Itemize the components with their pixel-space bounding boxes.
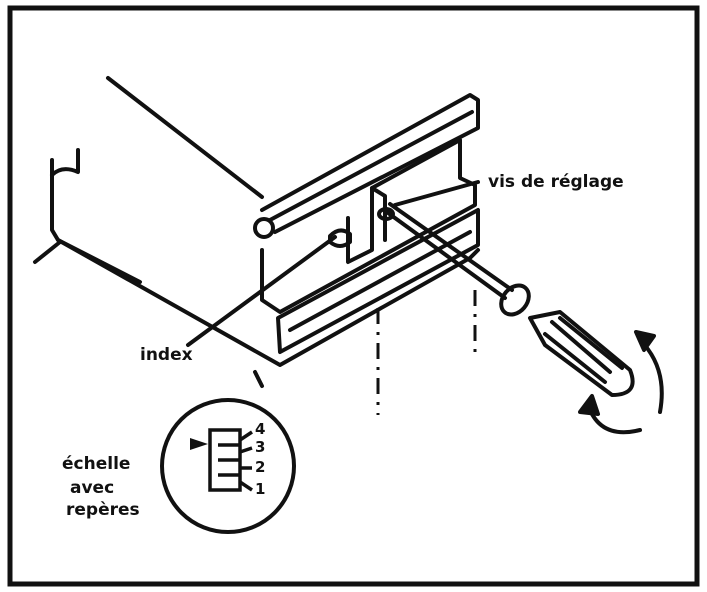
- screw-leader: [393, 180, 480, 207]
- screwdriver-shaft: [382, 208, 507, 300]
- body-bottom-edge: [56, 238, 480, 367]
- scale-label-line2: avec: [70, 478, 115, 498]
- left-flange: [50, 158, 142, 284]
- screwdriver-collar: [499, 283, 531, 317]
- mounting-bracket: [260, 138, 477, 314]
- scale-label-line1: échelle: [62, 454, 131, 474]
- index-label: index: [140, 345, 193, 365]
- scale-leader-1: [239, 480, 253, 492]
- rotation-arrowhead-lower: [578, 394, 600, 416]
- hinge-knob: [253, 217, 275, 239]
- rotation-arrowhead-upper: [634, 330, 656, 352]
- index-marker-arrow: [190, 438, 208, 450]
- scale-leader-3: [239, 446, 253, 454]
- scale-leader-4: [239, 430, 253, 442]
- index-pin: [328, 228, 352, 248]
- handle-groove-2: [558, 316, 624, 370]
- upper-rail-inner: [268, 110, 474, 222]
- left-flange-curve: [50, 148, 80, 177]
- left-extension-line: [33, 240, 62, 264]
- scale-mark-2: 2: [255, 458, 266, 476]
- scale-mark-1: 1: [255, 480, 266, 498]
- detail-circle: [160, 398, 296, 534]
- bracket-slot: [288, 230, 472, 332]
- index-leader: [186, 235, 337, 347]
- upper-rail: [260, 93, 480, 234]
- scale-label-line3: repères: [66, 500, 140, 520]
- handle-groove-3: [543, 332, 607, 384]
- bracket-lower-rail: [276, 208, 480, 354]
- scale-mark-4: 4: [255, 420, 266, 438]
- bracket-upright: [370, 186, 387, 242]
- screwdriver-shaft-2: [388, 202, 514, 292]
- panel-top-edge: [106, 76, 264, 199]
- handle-groove-1: [550, 320, 612, 374]
- adjust-screw-label: vis de réglage: [488, 172, 624, 192]
- scale-mark-3: 3: [255, 438, 266, 456]
- screwdriver-handle: [528, 310, 635, 397]
- detail-leader: [253, 370, 264, 388]
- figure-frame: [7, 5, 700, 587]
